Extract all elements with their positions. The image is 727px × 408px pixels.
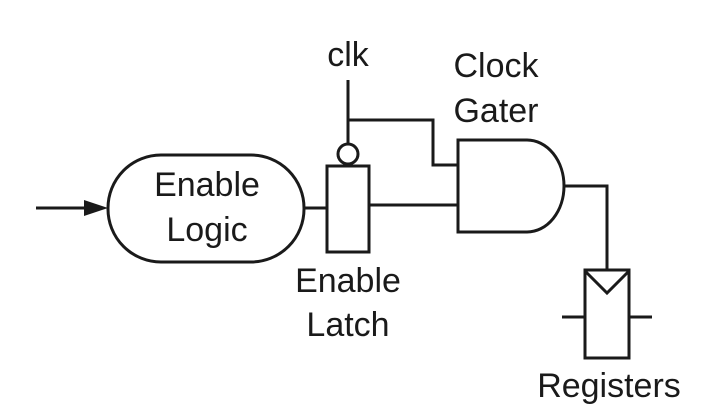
enable-latch-label-line1: Enable: [295, 262, 401, 300]
input-arrow: [36, 200, 108, 216]
clk-to-gater-wire: [348, 118, 458, 167]
registers-label: Registers: [537, 367, 681, 405]
enable-latch-label-line2: Latch: [306, 306, 389, 344]
enable-logic-label-line2: Logic: [166, 211, 247, 249]
clock-gater-and-gate: [456, 138, 566, 234]
enable-logic-label-line1: Enable: [154, 166, 260, 204]
clock-gater-label-line2: Gater: [453, 92, 538, 130]
latch-inversion-bubble: [336, 142, 360, 166]
register-clock-triangle: [583, 269, 631, 296]
enable-latch-block: [325, 164, 371, 254]
clk-label: clk: [327, 36, 370, 74]
clock-gater-label-line1: Clock: [453, 47, 539, 85]
gated-clock-wire: [564, 184, 609, 270]
register-block: [583, 268, 631, 360]
